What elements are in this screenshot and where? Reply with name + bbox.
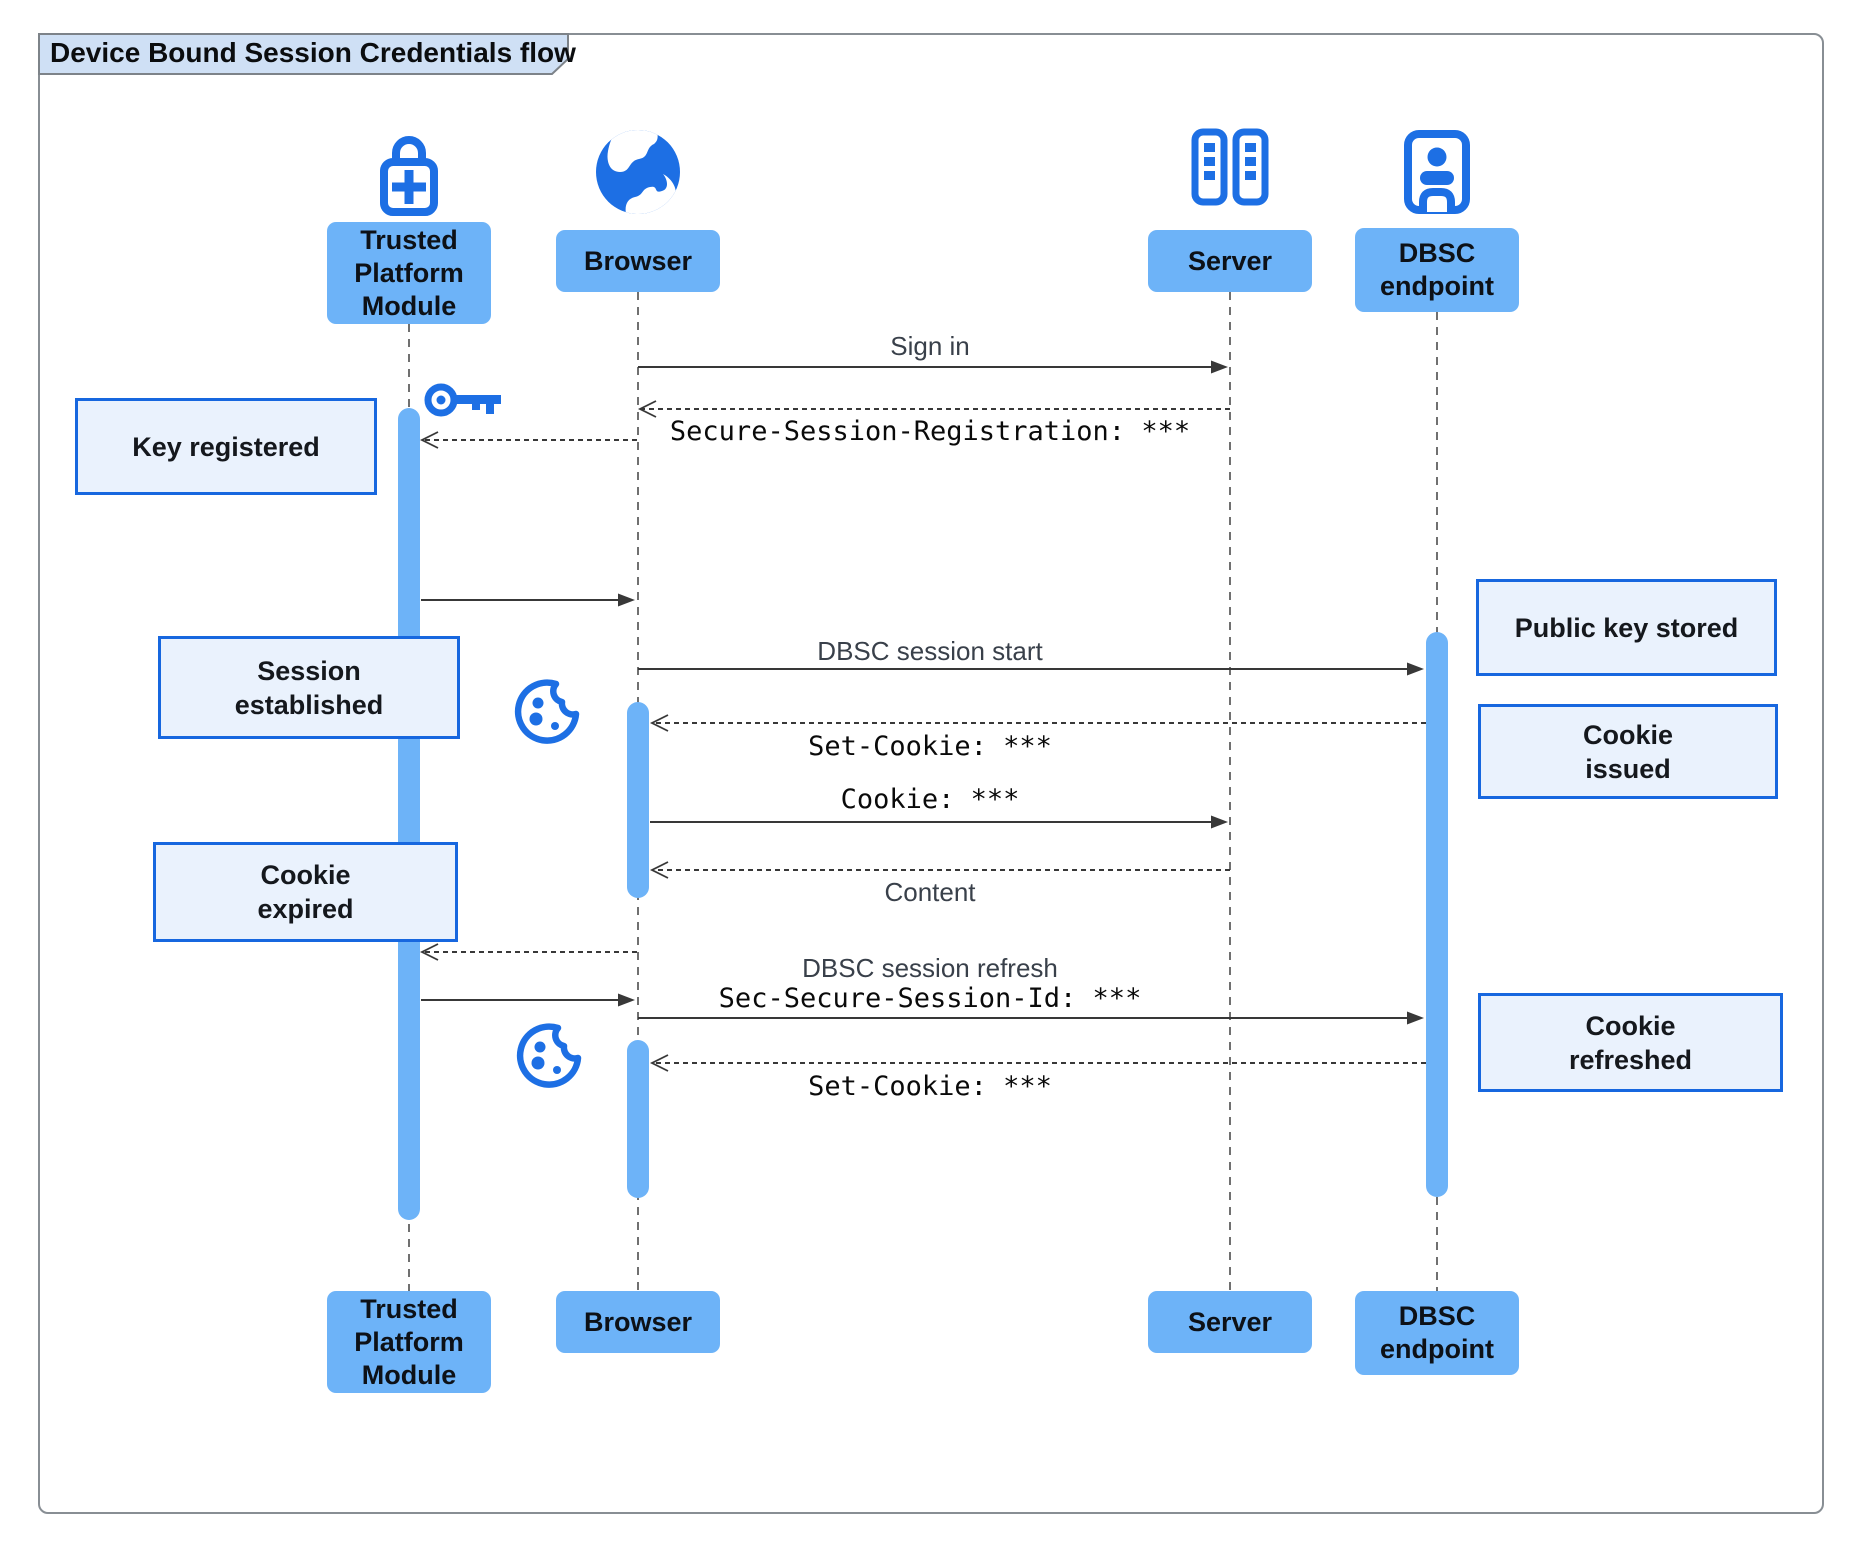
actor-label-line: Platform: [354, 1326, 464, 1357]
title-tab-shape: [38, 33, 569, 75]
cookie-icon: [516, 1022, 582, 1088]
diagram-title: Device Bound Session Credentials flow: [50, 37, 576, 68]
note-text: established: [234, 689, 384, 720]
message-label-sign-in: Sign in: [890, 331, 970, 361]
actor-label-line: DBSC: [1398, 238, 1476, 268]
message-label-content: Content: [884, 877, 976, 907]
message-arrow-cookie: [650, 815, 1228, 829]
cookie-icon: [514, 678, 580, 744]
globe-icon: [595, 129, 681, 215]
message-arrow-set-cookie-1: [649, 714, 1426, 732]
message-label-dbsc-session-refresh-2: Sec-Secure-Session-Id: ***: [718, 983, 1142, 1014]
note-text: expired: [257, 894, 354, 924]
activation-bar-browser: [627, 702, 649, 898]
diagram-title-tab: Device Bound Session Credentials flow: [38, 33, 576, 75]
actor-label-line: endpoint: [1380, 1334, 1494, 1364]
note-text: Key registered: [132, 431, 320, 462]
actor-label-line: Trusted: [360, 1293, 458, 1324]
note-text: Session: [257, 655, 361, 686]
activation-bar-tpm: [398, 408, 420, 1220]
message-arrow-key-ready: [421, 593, 635, 607]
note-text: Public key stored: [1514, 612, 1739, 643]
note-text: refreshed: [1568, 1044, 1693, 1075]
message-label-set-cookie-2: Set-Cookie: ***: [808, 1071, 1052, 1102]
message-arrow-set-cookie-2: [649, 1054, 1426, 1072]
actor-label-top-browser: Browser: [556, 230, 720, 292]
activation-bar-browser: [627, 1040, 649, 1198]
message-label-set-cookie-1: Set-Cookie: ***: [808, 731, 1052, 762]
note-public-key-stored: Public key stored: [1476, 579, 1777, 676]
actor-label-line: Module: [361, 1359, 457, 1390]
actor-label-bottom-server: Server: [1148, 1291, 1312, 1353]
actor-label-line: Browser: [583, 1306, 693, 1337]
actor-label-line: Trusted: [360, 224, 458, 255]
activation-bar-dbsc: [1426, 632, 1448, 1197]
message-arrow-refresh-sign-request: [419, 943, 637, 961]
note-key-registered: Key registered: [75, 398, 377, 495]
message-arrow-secure-session-registration: [637, 400, 1230, 418]
lock-plus-icon: [377, 128, 441, 216]
actor-label-line: Server: [1187, 1306, 1273, 1337]
actor-label-line: Server: [1187, 245, 1273, 276]
note-text: Cookie: [1582, 719, 1674, 750]
message-label-secure-session-registration: Secure-Session-Registration: ***: [669, 416, 1191, 447]
message-arrow-dbsc-session-start: [638, 662, 1424, 676]
message-arrow-refresh-signed: [421, 993, 635, 1007]
message-arrow-sign-in: [638, 360, 1228, 374]
message-arrow-content: [649, 861, 1230, 879]
key-icon: [424, 376, 506, 422]
message-label-dbsc-session-refresh-1: DBSC session refresh: [802, 953, 1058, 983]
actor-label-bottom-browser: Browser: [556, 1291, 720, 1353]
message-label-cookie: Cookie: ***: [840, 784, 1020, 815]
note-text: Cookie: [1585, 1010, 1676, 1041]
note-text: issued: [1585, 753, 1671, 784]
actor-label-line: endpoint: [1380, 271, 1494, 301]
server-icon: [1190, 128, 1270, 206]
actor-label-top-server: Server: [1148, 230, 1312, 292]
badge-person-icon: [1404, 130, 1470, 214]
actor-label-line: Module: [361, 290, 457, 321]
note-text: Cookie: [260, 860, 351, 890]
actor-label-line: DBSC: [1398, 1301, 1476, 1331]
message-arrow-dbsc-session-refresh: [638, 1011, 1424, 1025]
note-cookie-expired: Cookie expired: [153, 842, 458, 942]
message-label-dbsc-session-start: DBSC session start: [817, 636, 1043, 666]
message-arrow-register-key: [419, 431, 637, 449]
actor-label-line: Platform: [354, 257, 464, 288]
actor-label-line: Browser: [583, 245, 693, 276]
